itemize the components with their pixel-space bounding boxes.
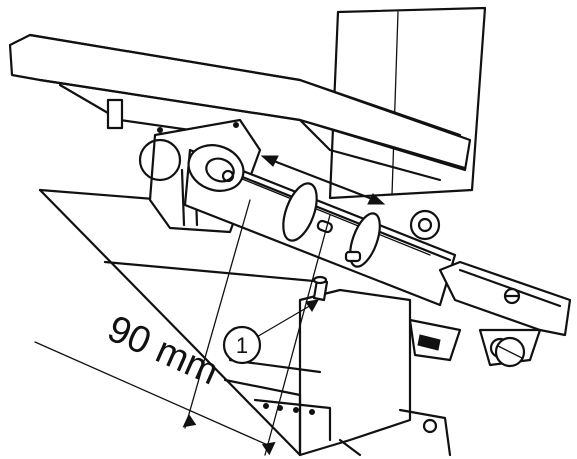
lower-frame bbox=[223, 288, 452, 457]
travel-arrow bbox=[260, 155, 386, 205]
end-clamp bbox=[408, 260, 572, 368]
telescopic-tube bbox=[183, 144, 457, 307]
lock-wheel bbox=[409, 209, 441, 241]
callout-number: 1 bbox=[236, 333, 248, 358]
top-tray bbox=[8, 33, 472, 182]
fastener-screw bbox=[312, 275, 329, 302]
callout-1: 1 bbox=[222, 299, 319, 365]
dimension-label: 90 mm bbox=[101, 308, 224, 394]
